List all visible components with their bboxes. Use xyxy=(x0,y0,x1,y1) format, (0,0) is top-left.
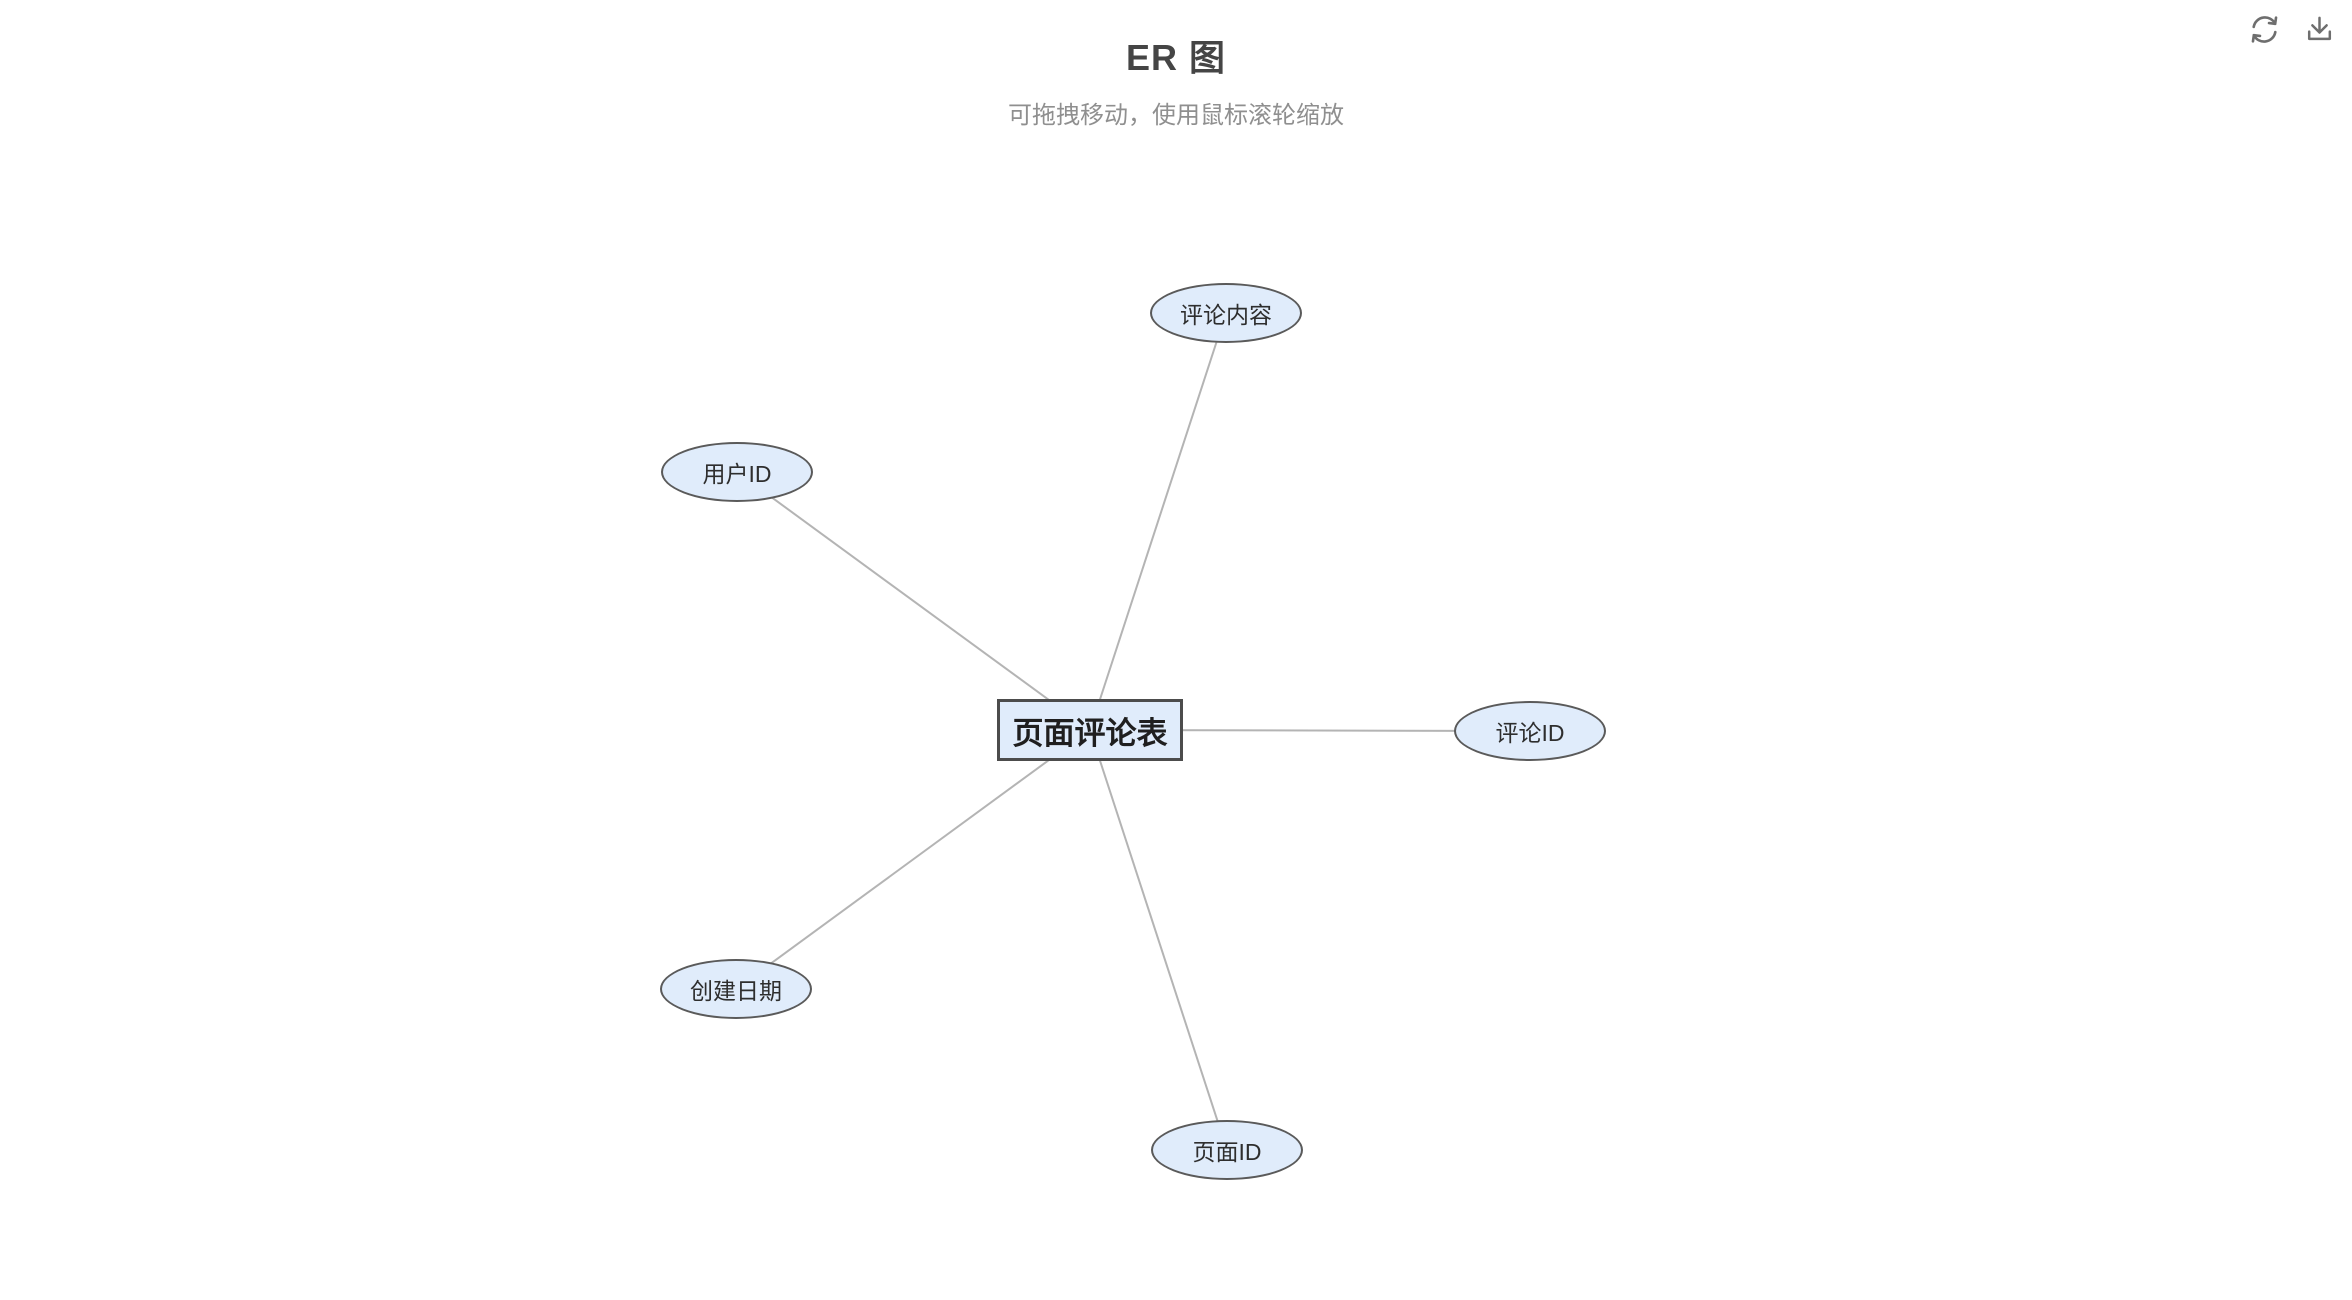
refresh-button[interactable] xyxy=(2245,10,2283,48)
toolbar xyxy=(2245,10,2338,48)
attribute-node[interactable]: 评论ID xyxy=(1454,701,1606,761)
download-button[interactable] xyxy=(2300,10,2338,48)
entity-node[interactable]: 页面评论表 xyxy=(997,699,1183,761)
attribute-node[interactable]: 创建日期 xyxy=(660,959,812,1019)
er-edge xyxy=(736,471,1091,731)
er-edge xyxy=(1089,312,1227,731)
download-icon xyxy=(2307,16,2331,40)
er-edge xyxy=(1089,729,1228,1151)
refresh-icon xyxy=(2251,15,2277,43)
attribute-node[interactable]: 页面ID xyxy=(1151,1120,1303,1180)
attribute-node[interactable]: 评论内容 xyxy=(1150,283,1302,343)
attribute-node[interactable]: 用户ID xyxy=(661,442,813,502)
er-edge xyxy=(735,729,1091,990)
